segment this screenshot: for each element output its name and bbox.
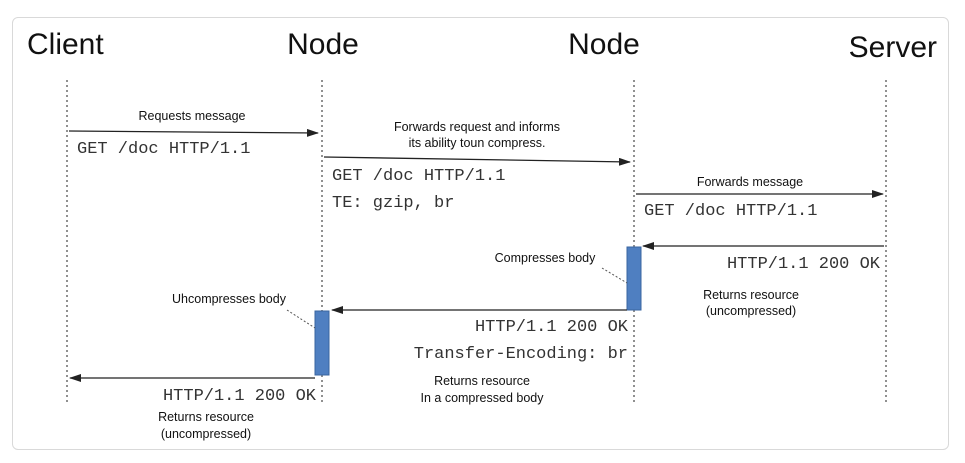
actor-server: Server — [849, 31, 937, 64]
message-6-label-line-1: Returns resource — [158, 410, 254, 424]
message-1-code: GET /doc HTTP/1.1 — [77, 140, 250, 159]
message-2-label-line-2: its ability toun compress. — [409, 136, 546, 150]
note-uncompresses-body: Uhcompresses body — [172, 292, 287, 306]
message-3-label: Forwards message — [697, 175, 803, 189]
note-uncompresses-leader — [286, 309, 316, 329]
message-2-arrow — [323, 156, 631, 166]
message-2-code-line-2: TE: gzip, br — [332, 194, 454, 213]
actor-node-2: Node — [568, 28, 640, 61]
actor-client: Client — [27, 28, 104, 61]
activation-node-1 — [314, 310, 330, 376]
note-compresses-leader — [601, 267, 628, 284]
activation-node-2 — [626, 246, 642, 311]
message-5-label-line-2: In a compressed body — [421, 391, 545, 405]
message-5-label-line-1: Returns resource — [434, 374, 530, 388]
message-6-code: HTTP/1.1 200 OK — [163, 387, 317, 406]
message-3-code: GET /doc HTTP/1.1 — [644, 202, 817, 221]
message-2-label-line-1: Forwards request and informs — [394, 120, 560, 134]
actor-node-1: Node — [287, 28, 359, 61]
message-4-label-line-1: Returns resource — [703, 288, 799, 302]
note-compresses-body: Compresses body — [495, 251, 596, 265]
message-4-code: HTTP/1.1 200 OK — [727, 255, 881, 274]
message-4-label-line-2: (uncompressed) — [706, 304, 796, 318]
message-5-code-line-1: HTTP/1.1 200 OK — [475, 318, 629, 337]
message-1-label: Requests message — [138, 109, 245, 123]
message-1-arrow — [68, 128, 319, 137]
message-2-code-line-1: GET /doc HTTP/1.1 — [332, 167, 505, 186]
message-5-code-line-2: Transfer-Encoding: br — [414, 345, 628, 364]
message-6-label-line-2: (uncompressed) — [161, 427, 251, 441]
